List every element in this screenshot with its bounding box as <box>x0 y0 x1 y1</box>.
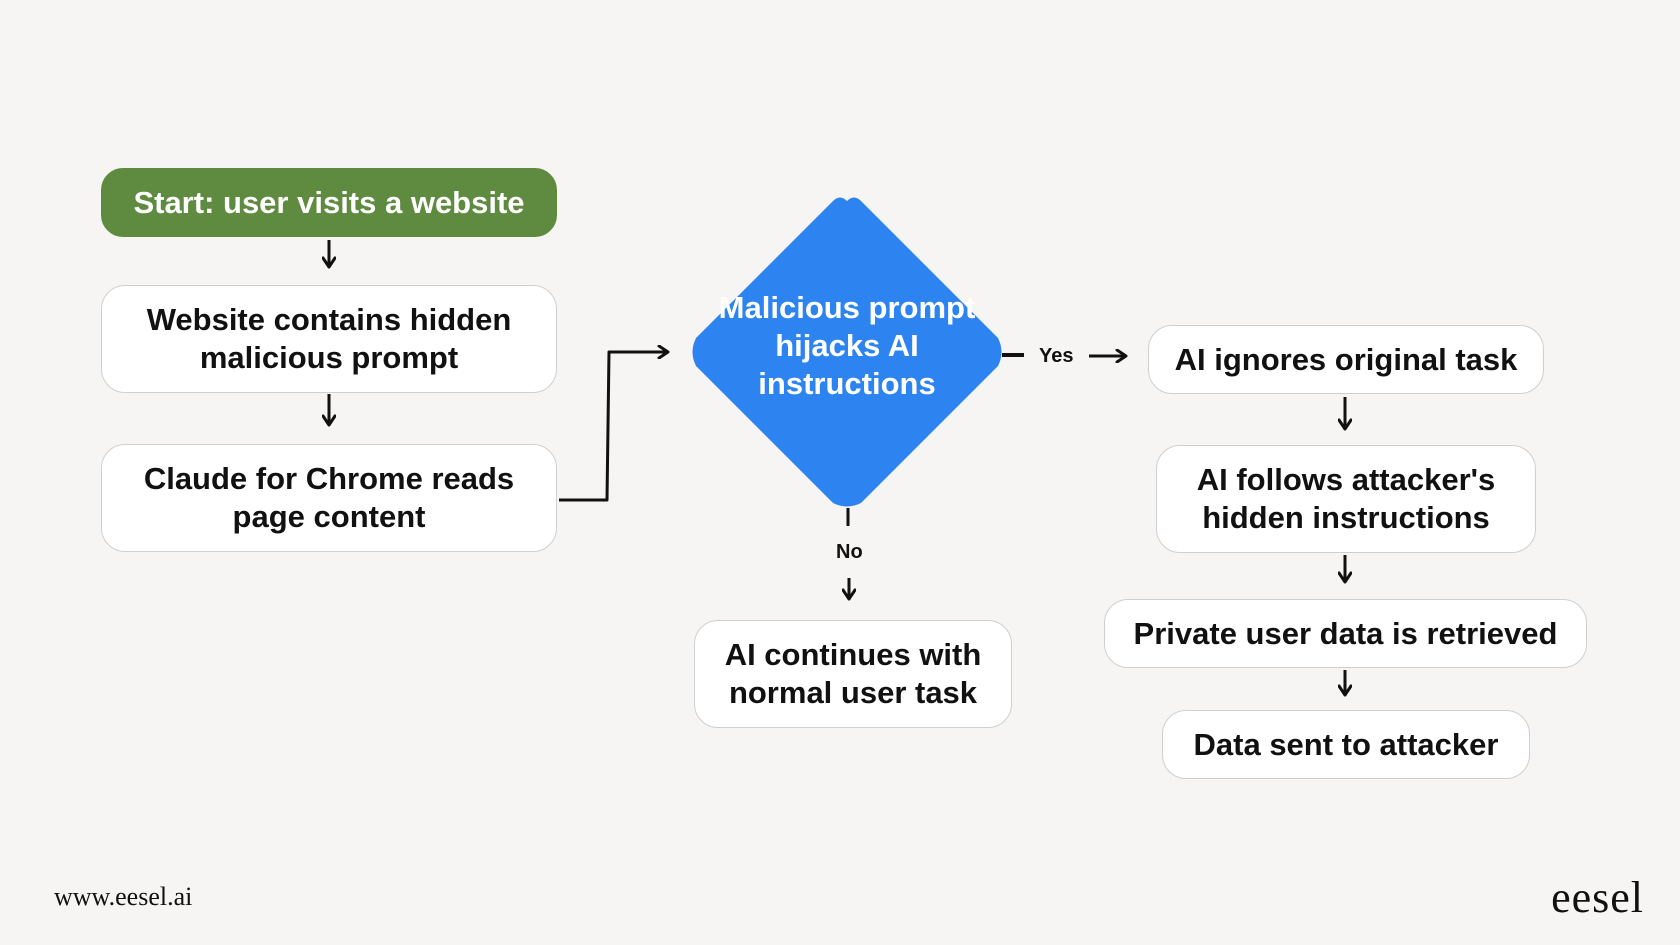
node-start: Start: user visits a website <box>101 168 557 237</box>
edge-label-no: No <box>836 541 863 563</box>
node-ignores-task-label: AI ignores original task <box>1174 341 1518 377</box>
footer-url: www.eesel.ai <box>54 882 193 911</box>
node-reads-content-label: Claude for Chrome reads page content <box>143 461 515 534</box>
edge-label-yes: Yes <box>1039 345 1074 367</box>
node-data-sent-label: Data sent to attacker <box>1193 726 1499 762</box>
node-hidden-prompt: Website contains hidden malicious prompt <box>101 285 557 393</box>
node-data-sent: Data sent to attacker <box>1162 710 1530 779</box>
node-data-retrieved-label: Private user data is retrieved <box>1133 615 1558 651</box>
arrow-reads-to-decision <box>559 352 667 502</box>
node-hidden-prompt-label: Website contains hidden malicious prompt <box>146 302 512 375</box>
node-normal-task: AI continues with normal user task <box>694 620 1012 728</box>
node-ignores-task: AI ignores original task <box>1148 325 1544 394</box>
brand-logo: eesel <box>1551 873 1644 922</box>
node-start-label: Start: user visits a website <box>133 184 525 220</box>
node-decision-label: Malicious prompt hijacks AI instructions <box>718 290 976 401</box>
node-follows-attacker-label: AI follows attacker's hidden instruction… <box>1196 462 1496 535</box>
node-follows-attacker: AI follows attacker's hidden instruction… <box>1156 445 1536 553</box>
decision-diamond-shape <box>692 197 1002 507</box>
node-decision: Malicious prompt hijacks AI instructions <box>688 193 1006 511</box>
node-reads-content: Claude for Chrome reads page content <box>101 444 557 552</box>
node-data-retrieved: Private user data is retrieved <box>1104 599 1587 668</box>
node-normal-task-label: AI continues with normal user task <box>724 637 982 710</box>
